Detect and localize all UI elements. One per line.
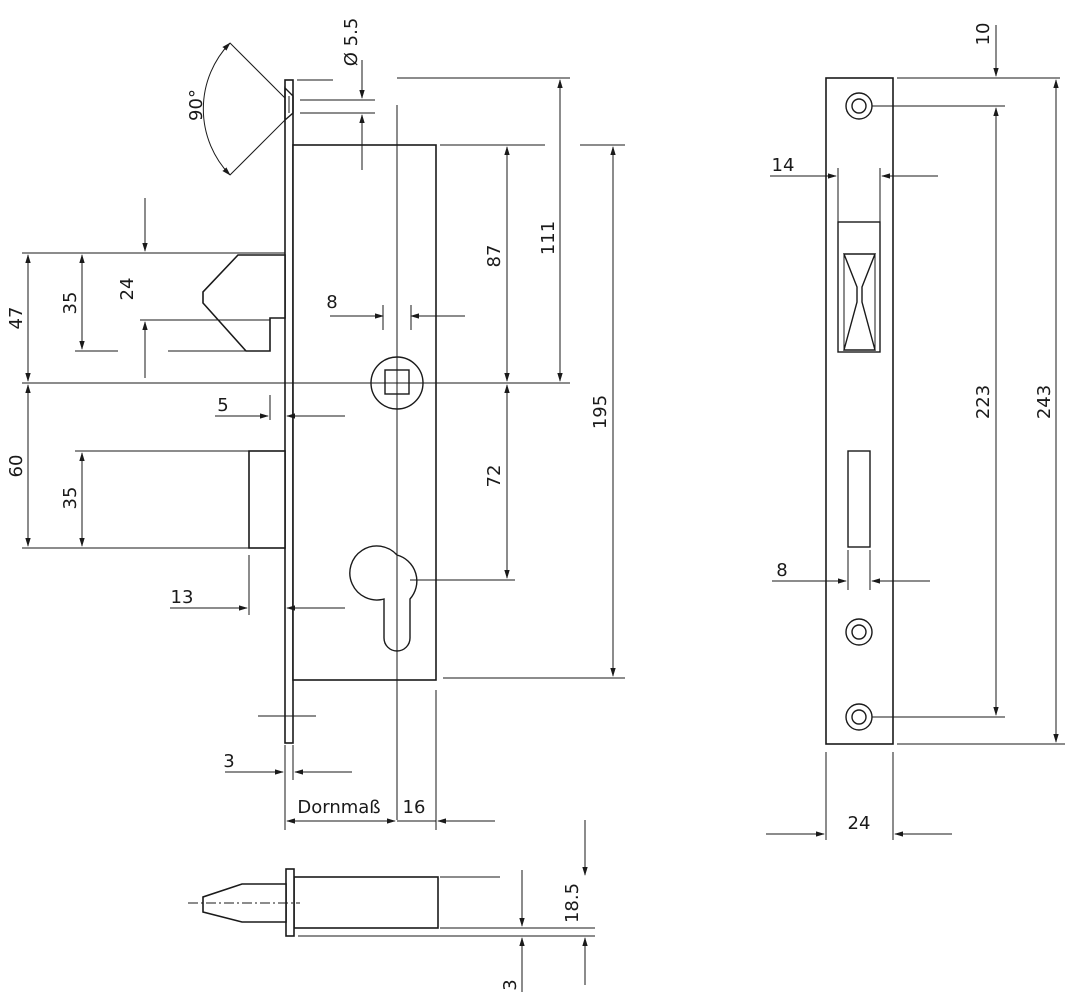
label-8-strike: 8 [776,560,787,581]
dimension-labels: 90° Ø 5.5 10 111 87 195 72 8 47 35 24 5 … [6,18,1055,991]
side-view-dimensions [25,42,616,824]
latch [202,254,286,352]
bolt-slot [847,450,871,548]
cylinder-cutout [349,545,418,652]
label-24-width: 24 [848,813,871,834]
label-3-plate: 3 [223,751,234,772]
label-47: 47 [6,307,27,330]
label-87: 87 [484,245,505,268]
front-faceplate [825,77,894,745]
label-111: 111 [538,221,559,255]
label-3-bottom: 3 [500,979,521,990]
label-223: 223 [973,385,994,419]
label-60: 60 [6,455,27,478]
countersink [284,86,294,122]
lock-side-view [202,79,437,820]
label-35-latch: 35 [60,292,81,315]
angle-arc [202,42,231,176]
label-195: 195 [590,395,611,429]
faceplate [284,79,294,744]
front-view-dimensions [766,25,1059,837]
bottom-view-dimensions [298,820,595,992]
latch-front [837,221,881,353]
label-8-follower: 8 [326,292,337,313]
lock-body [292,144,437,681]
label-13: 13 [171,587,194,608]
bottom-view [188,868,439,937]
label-18-5: 18.5 [562,883,583,923]
label-top-offset: 10 [973,23,994,46]
label-72: 72 [484,465,505,488]
label-hole-diameter: Ø 5.5 [341,18,362,67]
label-angle: 90° [186,89,207,121]
front-view-extension-lines [825,77,1065,840]
label-5: 5 [217,395,228,416]
label-243: 243 [1034,385,1055,419]
bottom-body [293,876,439,929]
label-14: 14 [772,155,795,176]
label-24-latch: 24 [117,278,138,301]
front-view [825,77,894,745]
screw-hole-middle [845,618,873,646]
label-35-bolt: 35 [60,487,81,510]
side-view-extension-lines [22,42,625,830]
dead-bolt [248,450,286,549]
label-16: 16 [403,797,426,818]
label-dornmass: Dornmaß [297,797,380,818]
